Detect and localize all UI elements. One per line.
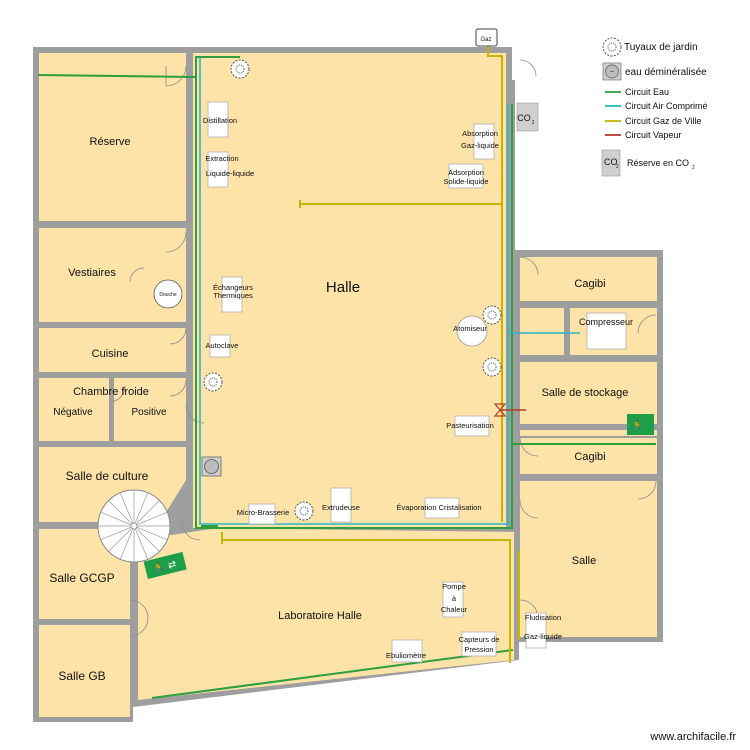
room-salle-gb — [39, 625, 130, 717]
legend-co2-icon — [601, 149, 621, 177]
svg-text:🏃: 🏃 — [631, 419, 643, 432]
label-pompe-2: à — [452, 594, 457, 603]
legend: Tuyaux de jardin eau déminéralisée Circu… — [601, 37, 708, 177]
label-cagibi-2: Cagibi — [574, 451, 605, 463]
label-evaporation: Évaporation Cristalisation — [396, 503, 481, 512]
room-negative — [39, 378, 109, 441]
label-adsorption-1: Adsorption — [448, 168, 484, 177]
eau-demineralisee-hall — [201, 456, 222, 477]
label-micro-brasserie: Micro-Brasserie — [237, 508, 290, 517]
atomiseur-fixture — [456, 315, 488, 347]
label-ebuliometre: Ebuliomètre — [386, 651, 426, 660]
garden-hose-icon — [482, 357, 502, 377]
room-salle-stockage — [520, 362, 657, 424]
room-cuisine — [39, 328, 186, 372]
valve-icon — [493, 403, 507, 417]
legend-circuit-air: Circuit Air Comprimé — [625, 101, 708, 111]
label-pompe-3: Chaleur — [441, 605, 468, 614]
equipment-labels: Distillation Extraction Liquide-liquide … — [203, 37, 562, 660]
label-salle-stockage: Salle de stockage — [542, 387, 629, 399]
label-echangeurs-2: Thermiques — [213, 291, 253, 300]
corridor-right — [520, 308, 564, 355]
corridor-right-2 — [520, 430, 657, 436]
label-vestiaires: Vestiaires — [68, 267, 116, 279]
gaz-box — [475, 28, 498, 47]
garden-hose-icon — [602, 37, 622, 57]
legend-co2-sub: 2 — [616, 164, 619, 170]
watermark: www.archifacile.fr — [649, 731, 736, 743]
label-salle-gcgp: Salle GCGP — [49, 571, 114, 585]
room-cagibi-1 — [520, 257, 657, 301]
room-labels: Halle Réserve Vestiaires Douche Cuisine … — [49, 136, 633, 683]
label-chambre-froide: Chambre froide — [73, 386, 149, 398]
label-salle-gb: Salle GB — [58, 669, 105, 683]
label-salle-culture: Salle de culture — [66, 469, 149, 483]
legend-co2-main: CO — [604, 157, 618, 167]
room-salle — [520, 481, 657, 637]
spiral-staircase — [97, 489, 171, 563]
label-capteurs-2: Pression — [464, 645, 493, 654]
label-fluidisation-2: Gaz-liquide — [524, 632, 562, 641]
legend-reserve-co2: Réserve en CO — [627, 158, 689, 168]
label-negative: Négative — [53, 407, 93, 418]
garden-hose-icon — [230, 59, 250, 79]
garden-hose-icon — [294, 501, 314, 521]
legend-eau-demin: eau déminéralisée — [625, 67, 707, 78]
label-echangeurs-1: Échangeurs — [213, 283, 253, 292]
exit-sign-icon: 🏃 ⇄ — [143, 551, 187, 580]
legend-reserve-co2-sub: 2 — [692, 165, 695, 171]
circuit-air — [199, 57, 580, 525]
label-compresseur: Compresseur — [579, 317, 633, 327]
label-fluidisation-1: Fludisation — [525, 613, 561, 622]
legend-eau-demin-icon — [602, 62, 622, 81]
room-halle — [193, 53, 506, 528]
exit-sign-icon: 🏃 — [627, 414, 654, 435]
label-absorption-1: Absorption — [462, 129, 498, 138]
label-extraction-2: Liquide-liquide — [206, 169, 254, 178]
label-adsorption-2: Solide-liquide — [443, 177, 488, 186]
label-douche: Douche — [159, 292, 176, 298]
douche-fixture — [153, 279, 183, 309]
circuit-eau — [37, 56, 656, 699]
label-absorption-2: Gaz-liquide — [461, 141, 499, 150]
label-cagibi-1: Cagibi — [574, 278, 605, 290]
circuit-gaz — [221, 46, 520, 663]
garden-hose-icon — [203, 372, 223, 392]
label-salle: Salle — [572, 555, 596, 567]
legend-circuit-eau: Circuit Eau — [625, 87, 669, 97]
label-cuisine: Cuisine — [92, 348, 129, 360]
label-pasteurisation: Pasteurisation — [446, 421, 494, 430]
garden-hose-icon — [482, 305, 502, 325]
equipment-boxes — [207, 101, 627, 663]
label-reserve: Réserve — [90, 136, 131, 148]
room-positive — [114, 378, 186, 441]
hose-reels — [203, 59, 502, 521]
legend-hose-icon — [602, 37, 622, 57]
label-halle: Halle — [326, 279, 360, 296]
legend-tuyaux: Tuyaux de jardin — [624, 42, 698, 53]
legend-circuit-vapeur: Circuit Vapeur — [625, 130, 681, 140]
room-reserve — [39, 53, 186, 221]
label-extrudeuse: Extrudeuse — [322, 503, 360, 512]
label-co2-hall-sub: 2 — [532, 120, 535, 126]
label-co2-hall: CO — [517, 113, 531, 123]
legend-circuit-gaz: Circuit Gaz de Ville — [625, 116, 701, 126]
label-capteurs-1: Capteurs de — [459, 635, 500, 644]
label-labo-halle: Laboratoire Halle — [278, 610, 362, 622]
label-gaz-box: Gaz — [480, 37, 491, 43]
label-positive: Positive — [131, 407, 166, 418]
label-distillation: Distillation — [203, 116, 237, 125]
label-autoclave: Autoclave — [206, 341, 239, 350]
co2-box — [516, 102, 539, 132]
label-atomiseur: Atomiseur — [453, 324, 487, 333]
label-extraction-1: Extraction — [205, 154, 238, 163]
label-pompe-1: Pompe — [442, 582, 466, 591]
